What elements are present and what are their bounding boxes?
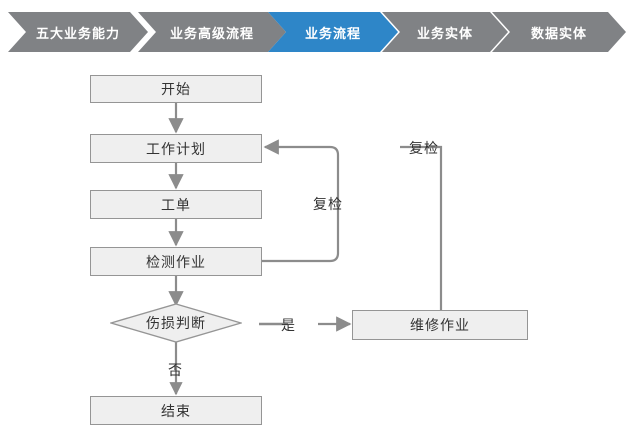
node-work-order[interactable]: 工单 bbox=[90, 190, 262, 219]
node-end[interactable]: 结束 bbox=[90, 396, 262, 425]
node-start-label: 开始 bbox=[161, 81, 191, 97]
breadcrumb-item-1-label: 业务高级流程 bbox=[169, 25, 254, 41]
node-inspection-task[interactable]: 检测作业 bbox=[90, 247, 262, 276]
node-start[interactable]: 开始 bbox=[90, 75, 262, 103]
breadcrumb-item-3[interactable]: 业务实体 bbox=[382, 12, 508, 52]
breadcrumb-item-0-label: 五大业务能力 bbox=[35, 25, 120, 41]
node-repair-task-label: 维修作业 bbox=[410, 317, 470, 333]
node-damage-decision[interactable]: 伤损判断 bbox=[110, 303, 242, 343]
breadcrumb-item-1[interactable]: 业务高级流程 bbox=[138, 12, 286, 52]
edge-label-no: 否 bbox=[168, 362, 183, 378]
decision-diamond-shape bbox=[110, 303, 242, 343]
breadcrumb-item-4-label: 数据实体 bbox=[530, 25, 587, 41]
node-damage-decision-label: 伤损判断 bbox=[146, 315, 206, 331]
node-inspection-task-label: 检测作业 bbox=[146, 253, 206, 270]
breadcrumb-item-0[interactable]: 五大业务能力 bbox=[8, 12, 148, 52]
edge-repair-recheck-loop bbox=[400, 145, 443, 311]
breadcrumb-item-2-label: 业务流程 bbox=[304, 25, 361, 41]
edge-label-recheck-outer: 复检 bbox=[409, 140, 439, 156]
breadcrumb: 五大业务能力 业务高级流程 业务流程 业务实体 数据实体 bbox=[0, 12, 634, 52]
breadcrumb-item-3-label: 业务实体 bbox=[416, 25, 473, 41]
breadcrumb-item-4[interactable]: 数据实体 bbox=[492, 12, 626, 52]
node-end-label: 结束 bbox=[161, 402, 191, 419]
node-repair-task[interactable]: 维修作业 bbox=[352, 310, 528, 340]
node-work-order-label: 工单 bbox=[161, 196, 191, 213]
edge-label-yes: 是 bbox=[281, 317, 296, 333]
node-work-plan-label: 工作计划 bbox=[146, 140, 206, 157]
node-work-plan[interactable]: 工作计划 bbox=[90, 134, 262, 163]
breadcrumb-item-2[interactable]: 业务流程 bbox=[268, 12, 398, 52]
edge-label-recheck-inner: 复检 bbox=[313, 196, 343, 212]
